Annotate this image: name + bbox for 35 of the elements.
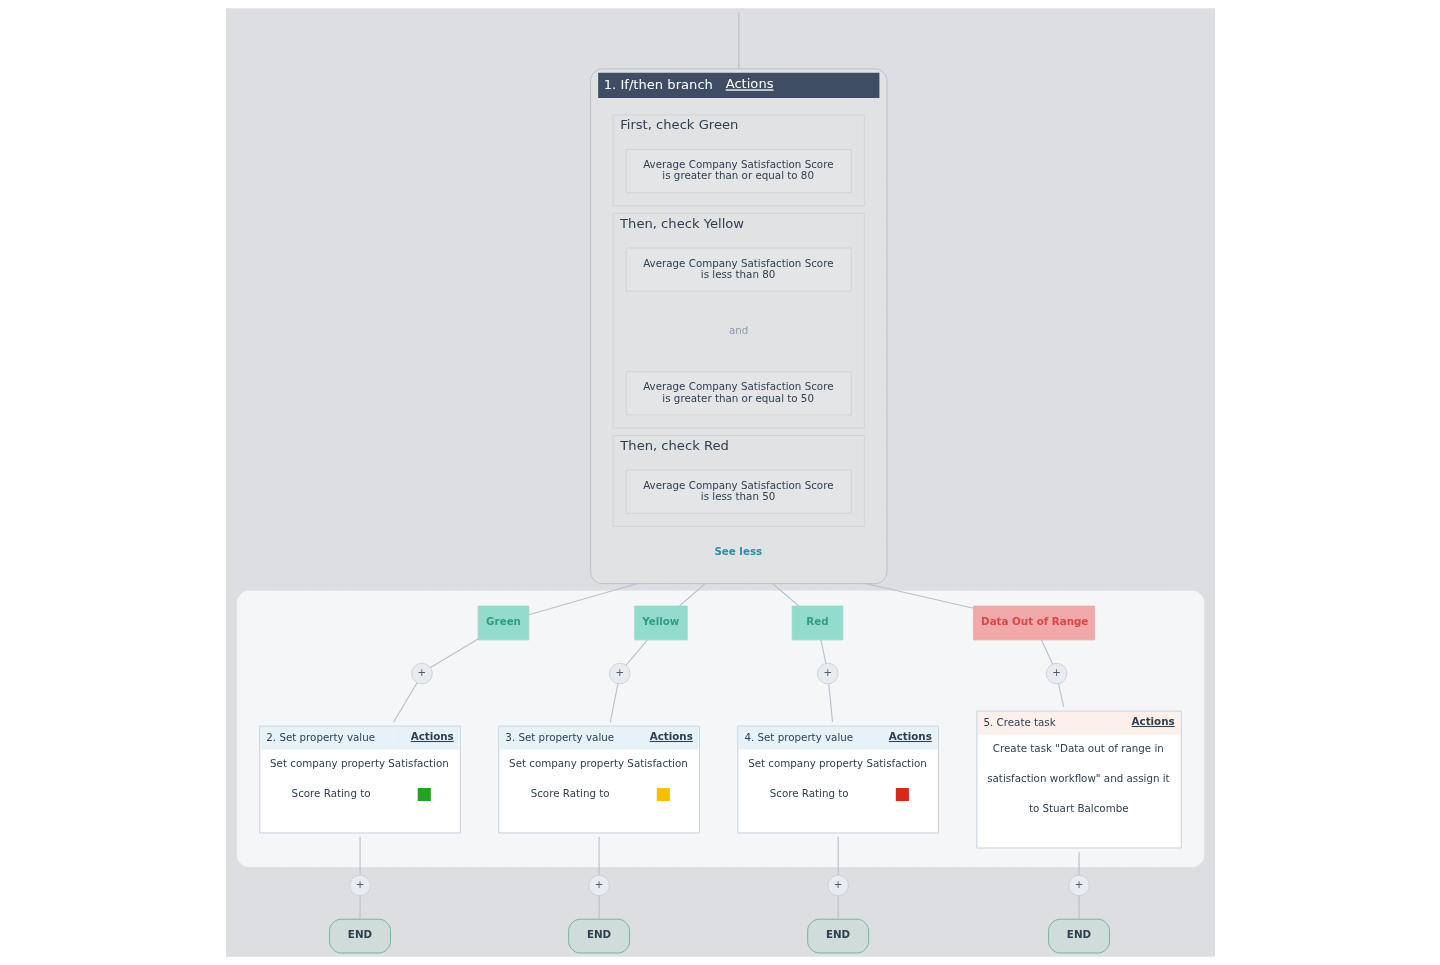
node-circle: +: [1067, 874, 1090, 897]
connector: [598, 836, 600, 876]
connector: [1057, 683, 1064, 708]
node-circle: +: [826, 874, 849, 897]
node-circle: +: [608, 662, 630, 685]
node-text: and: [728, 324, 748, 337]
node-box: END: [806, 918, 869, 954]
connector: [392, 682, 418, 723]
node-box: Yellow: [633, 605, 688, 641]
node-circle: +: [587, 874, 610, 897]
node-box: Green: [477, 605, 529, 641]
node-text: See less: [713, 545, 762, 558]
node-circle: +: [1045, 662, 1067, 685]
node-circle: +: [348, 874, 371, 897]
connector: [1040, 639, 1053, 665]
connector: [827, 683, 833, 723]
connector: [864, 583, 974, 609]
node-box: END: [1047, 918, 1110, 954]
node-box: Red: [791, 605, 843, 641]
connector: [819, 639, 826, 664]
connector: [771, 583, 799, 607]
connector: [837, 836, 839, 876]
node-box: END: [328, 918, 391, 954]
node-box: END: [567, 918, 630, 954]
node-circle: +: [410, 662, 433, 685]
connector: [527, 583, 638, 616]
connector: [609, 683, 618, 723]
connector: [624, 639, 648, 666]
connector: [678, 583, 706, 607]
node-circle: +: [816, 662, 839, 685]
connector: [429, 638, 479, 669]
connector: [359, 836, 361, 876]
connector: [1078, 851, 1080, 876]
node-box: Data Out of Range: [972, 605, 1095, 641]
cluster: [236, 590, 1204, 868]
